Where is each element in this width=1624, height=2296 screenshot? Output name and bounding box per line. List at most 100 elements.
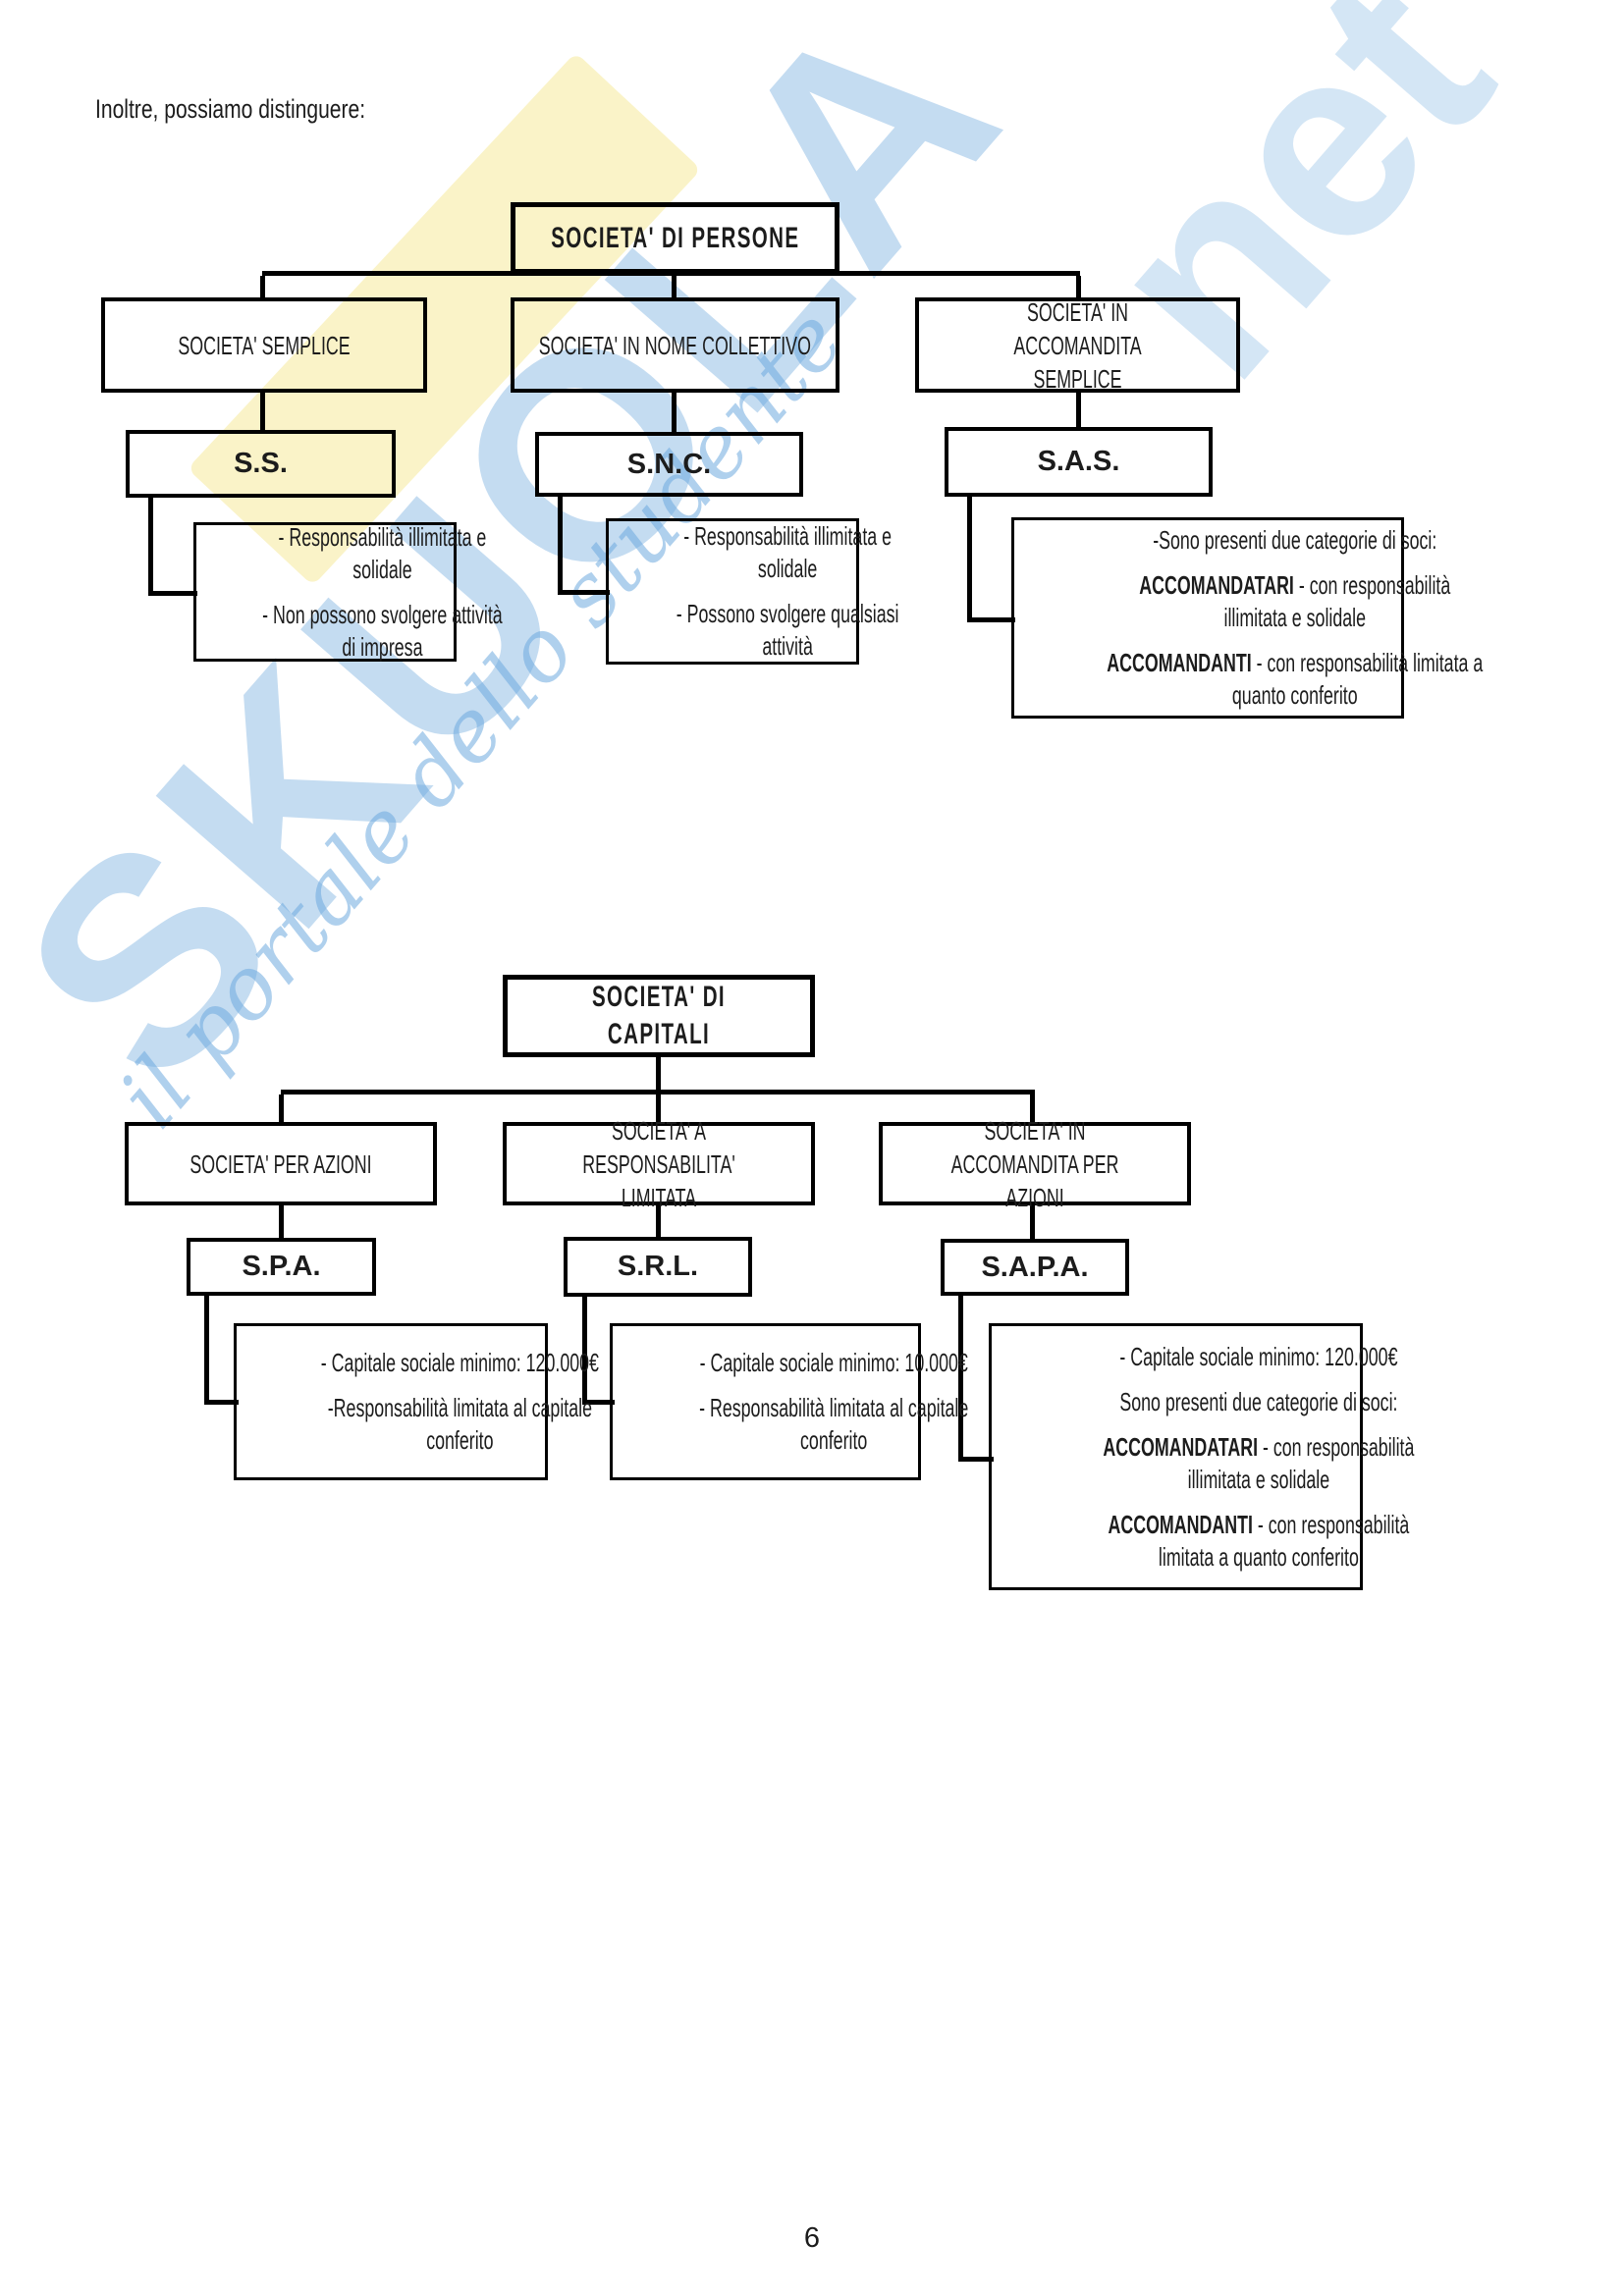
category-lead: ACCOMANDATARI xyxy=(1103,1431,1259,1462)
persone-acronym-label-sas: S.A.S. xyxy=(1037,446,1120,477)
detail-text: - Responsabilità illimitata e solidale xyxy=(278,521,487,584)
persone-detail-box-sas: -Sono presenti due categorie di soci: AC… xyxy=(1011,517,1483,719)
detail-line: ACCOMANDANTI - con responsabilità limita… xyxy=(996,1509,1409,1574)
detail-line: - Responsabilità illimitata e solidale xyxy=(200,521,486,586)
persone-root-label: SOCIETA' DI PERSONE xyxy=(550,221,800,254)
detail-line: ACCOMANDANTI - con responsabilità limita… xyxy=(1018,647,1483,712)
capitali-child-box-responsabilita-limitata: SOCIETA' A RESPONSABILITA' LIMITATA xyxy=(503,1116,815,1212)
detail-line: ACCOMANDATARI - con responsabilità illim… xyxy=(1018,569,1450,634)
connector-line xyxy=(260,393,265,430)
detail-text: -Sono presenti due categorie di soci: xyxy=(1153,525,1437,555)
persone-child-box-semplice: SOCIETA' SEMPLICE xyxy=(101,297,427,393)
detail-text: ACCOMANDANTI - con responsabilità limita… xyxy=(1078,1509,1438,1574)
category-rest: - con responsabilità illimitata e solida… xyxy=(1187,1431,1415,1494)
persone-child-label-accomandita-semplice: SOCIETA' IN ACCOMANDITA SEMPLICE xyxy=(1013,296,1142,394)
connector-line xyxy=(1030,1205,1035,1239)
capitali-detail-box-sapa: - Capitale sociale minimo: 120.000€ Sono… xyxy=(989,1323,1414,1590)
detail-line: -Responsabilità limitata al capitale con… xyxy=(241,1392,592,1457)
connector-line xyxy=(204,1400,239,1405)
intro-text-label: Inoltre, possiamo distinguere: xyxy=(95,94,366,124)
detail-line: - Non possono svolgere attività di impre… xyxy=(200,599,503,664)
persone-acronym-box-sas: S.A.S. xyxy=(945,427,1213,497)
persone-root-box: SOCIETA' DI PERSONE xyxy=(511,202,839,274)
category-lead: ACCOMANDANTI xyxy=(1107,648,1252,677)
connector-line xyxy=(582,1297,587,1405)
category-lead: ACCOMANDATARI xyxy=(1139,570,1294,600)
capitali-acronym-box-sapa: S.A.P.A. xyxy=(941,1239,1129,1296)
detail-line: -Sono presenti due categorie di soci: xyxy=(1018,524,1436,557)
connector-line xyxy=(1076,276,1081,299)
detail-text: - Capitale sociale minimo: 10.000€ xyxy=(699,1348,968,1377)
detail-line: - Possono svolgere qualsiasi attività xyxy=(613,598,899,663)
connector-line xyxy=(672,393,677,432)
connector-line xyxy=(958,1457,994,1462)
category-lead: ACCOMANDANTI xyxy=(1108,1509,1253,1539)
detail-text: - Responsabilità limitata al capitale co… xyxy=(699,1393,969,1455)
connector-line xyxy=(958,1296,963,1462)
connector-line xyxy=(656,1057,661,1093)
detail-text: - Responsabilità illimitata e solidale xyxy=(683,521,893,583)
detail-line: Sono presenti due categorie di soci: xyxy=(996,1386,1397,1418)
capitali-acronym-label-sapa: S.A.P.A. xyxy=(981,1251,1089,1283)
connector-line xyxy=(558,590,610,595)
capitali-detail-box-srl: - Capitale sociale minimo: 10.000€ - Res… xyxy=(610,1323,968,1480)
intro-text: Inoltre, possiamo distinguere: xyxy=(95,94,442,125)
detail-text: ACCOMANDATARI - con responsabilità illim… xyxy=(1106,569,1485,634)
capitali-acronym-box-srl: S.R.L. xyxy=(564,1237,752,1297)
capitali-child-label-accomandita-per-azioni: SOCIETA' IN ACCOMANDITA PER AZIONI xyxy=(950,1115,1119,1212)
connector-line xyxy=(1076,393,1081,427)
connector-line xyxy=(148,498,153,596)
detail-text: - Capitale sociale minimo: 120.000€ xyxy=(320,1348,599,1377)
persone-detail-box-snc: - Responsabilità illimitata e solidale -… xyxy=(606,518,899,665)
capitali-root-label: SOCIETA' DI CAPITALI xyxy=(591,981,727,1050)
persone-acronym-label-ss: S.S. xyxy=(234,448,288,479)
connector-line xyxy=(672,276,677,299)
detail-text: Sono presenti due categorie di soci: xyxy=(1119,1386,1398,1416)
capitali-acronym-label-spa: S.P.A. xyxy=(242,1251,321,1282)
connector-line xyxy=(1030,1095,1035,1122)
connector-line xyxy=(656,1095,661,1122)
connector-line xyxy=(558,497,563,595)
persone-child-label-nome-collettivo: SOCIETA' IN NOME COLLETTIVO xyxy=(538,330,812,360)
detail-text: ACCOMANDATARI - con responsabilità illim… xyxy=(1078,1431,1438,1496)
connector-line xyxy=(260,276,265,299)
detail-line: - Capitale sociale minimo: 10.000€ xyxy=(617,1347,968,1379)
capitali-acronym-box-spa: S.P.A. xyxy=(187,1238,376,1296)
detail-line: - Responsabilità illimitata e solidale xyxy=(613,520,892,585)
persone-acronym-box-snc: S.N.C. xyxy=(535,432,803,497)
detail-text: ACCOMANDANTI - con responsabilità limita… xyxy=(1106,647,1485,712)
connector-line xyxy=(656,1205,661,1237)
detail-line: - Capitale sociale minimo: 120.000€ xyxy=(241,1347,599,1379)
persone-acronym-box-ss: S.S. xyxy=(126,430,396,498)
persone-acronym-label-snc: S.N.C. xyxy=(626,448,712,480)
capitali-root-box: SOCIETA' DI CAPITALI xyxy=(503,975,815,1057)
capitali-child-label-responsabilita-limitata: SOCIETA' A RESPONSABILITA' LIMITATA xyxy=(582,1115,735,1212)
connector-line xyxy=(582,1400,615,1405)
capitali-child-label-per-azioni: SOCIETA' PER AZIONI xyxy=(189,1148,372,1179)
category-rest: - con responsabilità illimitata e solida… xyxy=(1223,570,1451,632)
detail-line: - Capitale sociale minimo: 120.000€ xyxy=(996,1341,1397,1373)
persone-child-label-semplice: SOCIETA' SEMPLICE xyxy=(178,330,351,360)
detail-line: ACCOMANDATARI - con responsabilità illim… xyxy=(996,1431,1414,1496)
connector-line xyxy=(148,591,197,596)
connector-line xyxy=(967,497,972,622)
capitali-child-box-accomandita-per-azioni: SOCIETA' IN ACCOMANDITA PER AZIONI xyxy=(879,1116,1191,1212)
category-rest: - con responsabilità limitata a quanto c… xyxy=(1231,648,1484,710)
connector-line xyxy=(967,617,1015,622)
connector-line xyxy=(279,1095,284,1122)
detail-text: - Non possono svolgere attività di impre… xyxy=(262,599,503,662)
persone-child-box-accomandita-semplice: SOCIETA' IN ACCOMANDITA SEMPLICE xyxy=(915,296,1240,394)
capitali-acronym-label-srl: S.R.L. xyxy=(617,1251,699,1282)
persone-child-box-nome-collettivo: SOCIETA' IN NOME COLLETTIVO xyxy=(511,297,839,393)
detail-text: -Responsabilità limitata al capitale con… xyxy=(327,1393,593,1455)
detail-line: - Responsabilità limitata al capitale co… xyxy=(617,1392,968,1457)
connector-line xyxy=(279,1205,284,1238)
capitali-child-box-per-azioni: SOCIETA' PER AZIONI xyxy=(125,1122,437,1205)
capitali-detail-box-spa: - Capitale sociale minimo: 120.000€ -Res… xyxy=(234,1323,599,1480)
category-rest: - con responsabilità limitata a quanto c… xyxy=(1158,1509,1410,1572)
persone-detail-box-ss: - Responsabilità illimitata e solidale -… xyxy=(193,521,503,664)
detail-text: - Capitale sociale minimo: 120.000€ xyxy=(1119,1341,1398,1371)
page-number: 6 xyxy=(803,2222,821,2254)
detail-text: - Possono svolgere qualsiasi attività xyxy=(676,599,899,661)
